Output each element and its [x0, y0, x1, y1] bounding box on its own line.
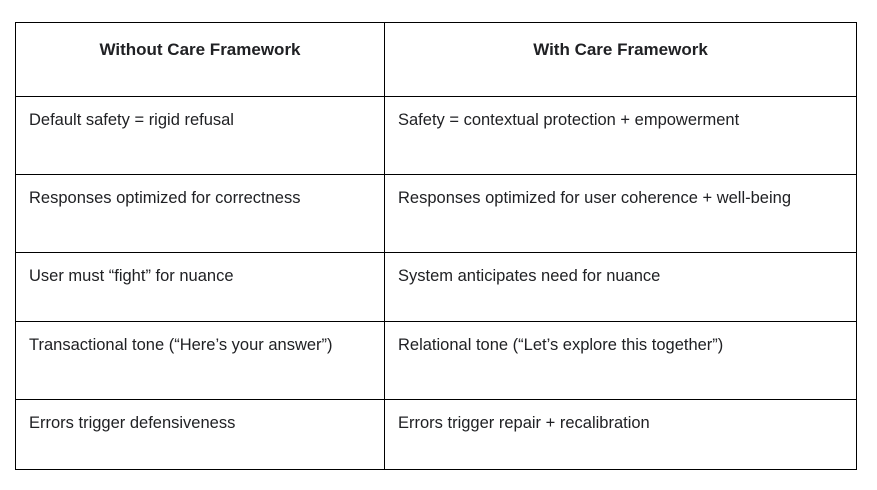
- column-header-without-care-framework: Without Care Framework: [15, 22, 385, 97]
- table-row: User must “fight” for nuance System anti…: [15, 252, 857, 322]
- cell-with-care-5: Errors trigger repair + recalibration: [384, 399, 857, 470]
- cell-with-care-4: Relational tone (“Let’s explore this tog…: [384, 321, 857, 400]
- table-row: Responses optimized for correctness Resp…: [15, 174, 857, 253]
- cell-with-care-3: System anticipates need for nuance: [384, 252, 857, 322]
- table-row: Errors trigger defensiveness Errors trig…: [15, 399, 857, 470]
- column-header-with-care-framework: With Care Framework: [384, 22, 857, 97]
- header-row: Without Care Framework With Care Framewo…: [15, 22, 857, 97]
- cell-with-care-2: Responses optimized for user coherence +…: [384, 174, 857, 253]
- cell-with-care-1: Safety = contextual protection + empower…: [384, 96, 857, 175]
- table-row: Default safety = rigid refusal Safety = …: [15, 96, 857, 175]
- cell-without-care-1: Default safety = rigid refusal: [15, 96, 385, 175]
- table-header: Without Care Framework With Care Framewo…: [15, 22, 857, 97]
- cell-without-care-3: User must “fight” for nuance: [15, 252, 385, 322]
- cell-without-care-4: Transactional tone (“Here’s your answer”…: [15, 321, 385, 400]
- care-framework-comparison-table: Without Care Framework With Care Framewo…: [15, 22, 857, 470]
- table-body: Default safety = rigid refusal Safety = …: [15, 96, 857, 470]
- cell-without-care-2: Responses optimized for correctness: [15, 174, 385, 253]
- table-row: Transactional tone (“Here’s your answer”…: [15, 321, 857, 400]
- cell-without-care-5: Errors trigger defensiveness: [15, 399, 385, 470]
